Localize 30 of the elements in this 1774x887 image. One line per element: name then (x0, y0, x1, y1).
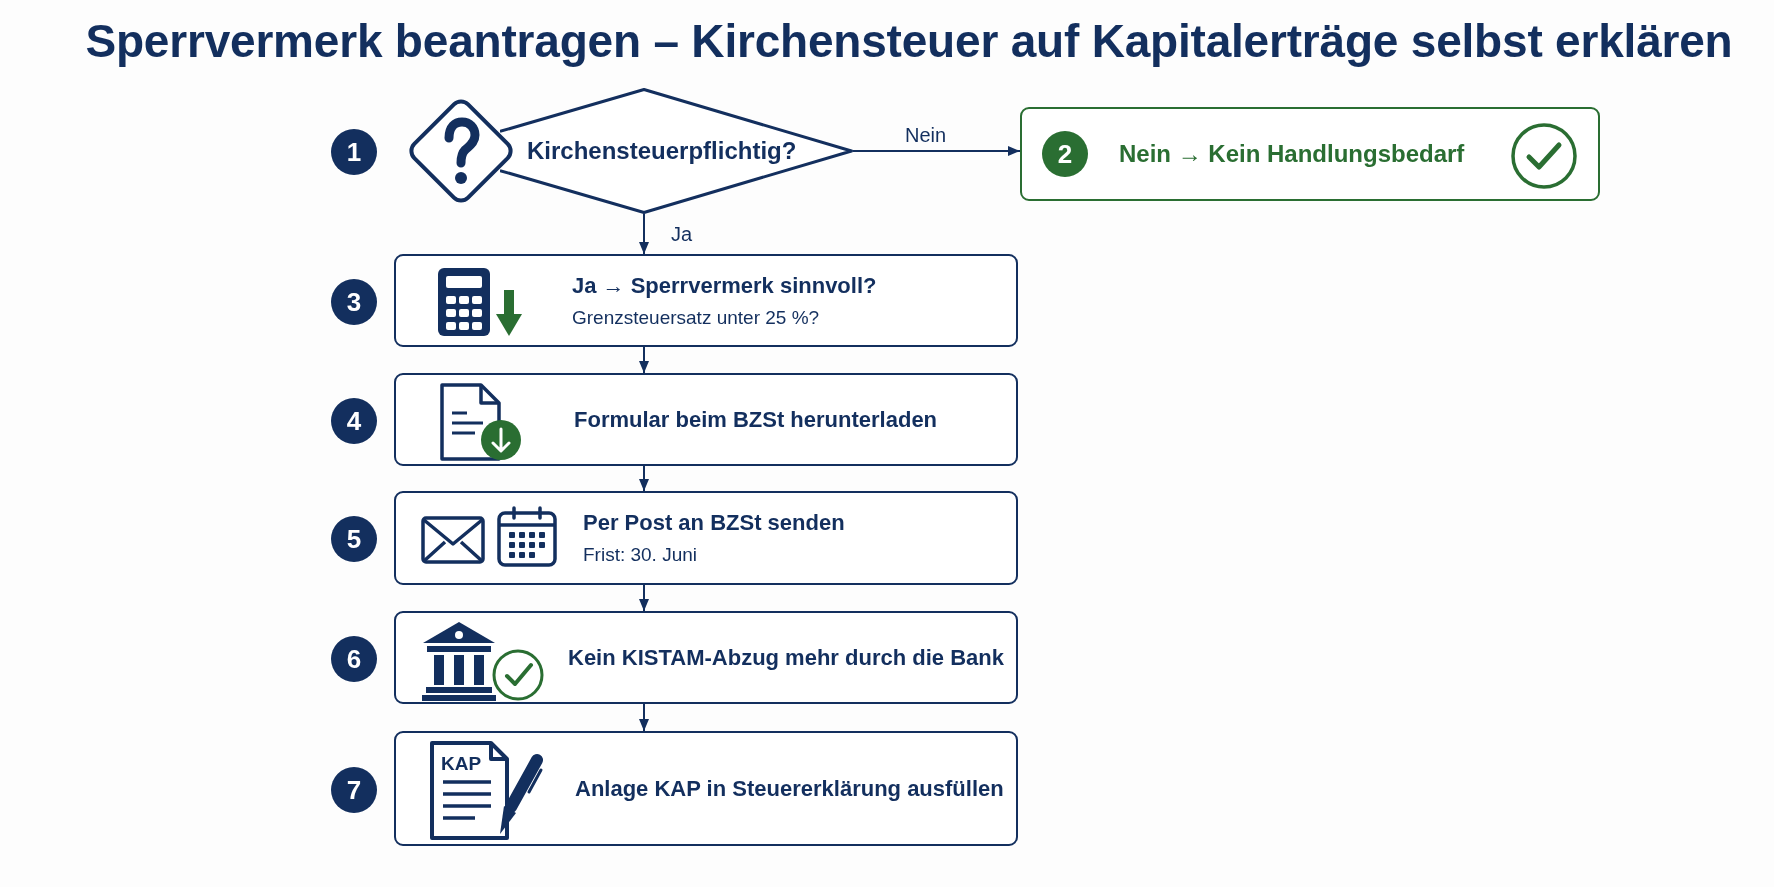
arrow (639, 213, 649, 255)
arrow (639, 465, 649, 492)
step-title: Per Post an BZSt senden (583, 510, 845, 536)
process-box (394, 373, 1018, 466)
step-note: Grenzsteuersatz unter 25 %? (572, 305, 820, 329)
process-box (394, 731, 1018, 846)
result-box (1020, 107, 1600, 201)
arrow (639, 703, 649, 732)
step-title: Nein → Kein Handlungsbedarf (1119, 140, 1465, 168)
step-number-badge: 6 (331, 635, 377, 682)
step-title: Ja → Sperrvermerk sinnvoll? (572, 272, 877, 299)
step-number-badge: 2 (1042, 131, 1088, 177)
arrow (639, 346, 649, 374)
step-number-badge: 5 (331, 516, 377, 562)
decision-question: Kirchensteuerpflichtig? (527, 137, 797, 165)
step-title: Formular beim BZSt herunterladen (574, 406, 938, 433)
process-box (394, 254, 1018, 347)
step-number-badge: 7 (331, 766, 377, 813)
step-title: Kein KISTAM-Abzug mehr durch die Bank (568, 644, 1004, 671)
arrow (639, 584, 649, 612)
document-title: KAP (441, 753, 482, 775)
step-number-badge: 3 (331, 278, 377, 325)
process-box (394, 611, 1018, 704)
step-number-badge: 4 (331, 397, 377, 444)
step-title: Anlage KAP in Steuererklärung ausfüllen (575, 775, 1004, 802)
step-note: Frist: 30. Juni (583, 543, 698, 566)
step-number-badge: 1 (331, 129, 377, 175)
arrow (852, 146, 1021, 156)
title: Sperrvermerk beantragen – Kirchensteuer auf Kapitalerträge selbst erklären (85, 14, 1733, 68)
process-box (394, 491, 1018, 585)
